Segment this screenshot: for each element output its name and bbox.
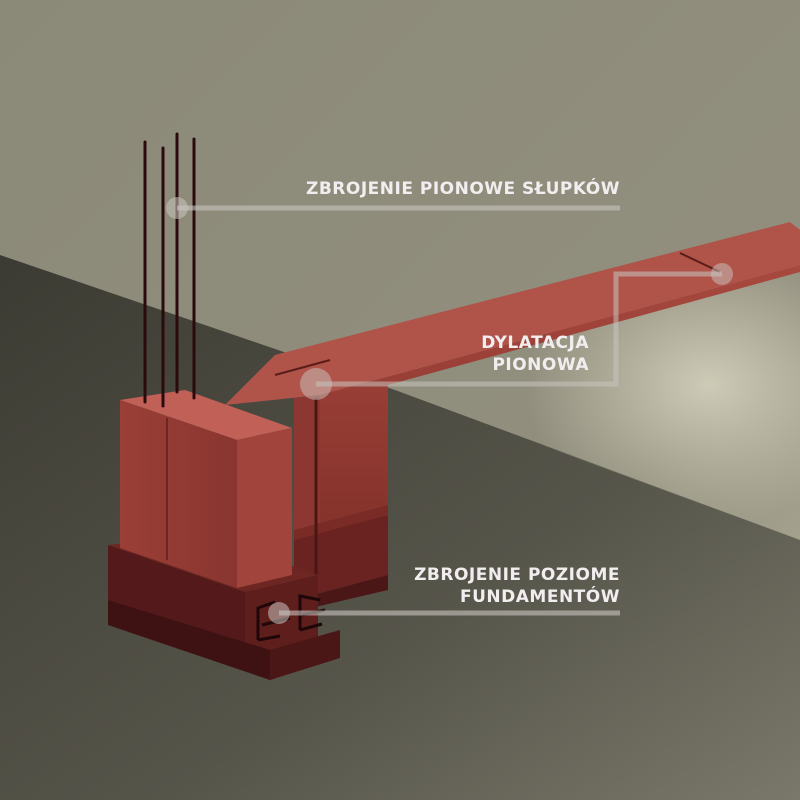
label-horizontal-rebar-line2: FUNDAMENTÓW — [460, 587, 620, 607]
callout-dilatation — [300, 263, 733, 400]
dilatation-groove-top — [274, 359, 331, 376]
label-vertical-rebar-text: ZBROJENIE PIONOWE SŁUPKÓW — [306, 179, 620, 199]
label-horizontal-rebar-line1: ZBROJENIE POZIOME — [414, 565, 620, 585]
label-dilatation-line2: PIONOWA — [492, 355, 589, 375]
label-vertical-rebar: ZBROJENIE PIONOWE SŁUPKÓW — [306, 178, 620, 200]
label-dilatation-line1: DYLATACJA — [481, 333, 589, 353]
ground-plane — [0, 255, 800, 800]
column-footing-front-left — [108, 545, 245, 660]
callout-horizontal-rebar — [268, 602, 620, 624]
column-front-right — [237, 428, 292, 588]
column-footing-plinth — [108, 600, 270, 680]
label-dilatation: DYLATACJA PIONOWA — [481, 332, 589, 376]
column-front-left — [120, 400, 237, 588]
label-horizontal-rebar: ZBROJENIE POZIOME FUNDAMENTÓW — [414, 564, 620, 608]
column-footing-plinth-right — [270, 630, 340, 680]
wall-top-face — [225, 222, 800, 405]
callout-vertical-rebar — [166, 197, 620, 219]
vertical-rebars — [143, 132, 196, 408]
